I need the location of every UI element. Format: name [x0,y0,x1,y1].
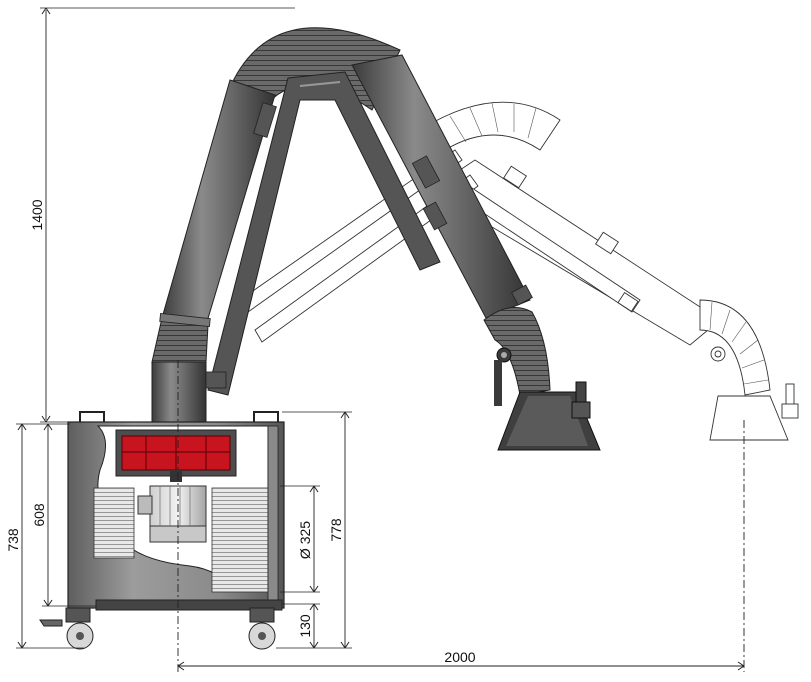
right-arm-tube [351,54,531,319]
dim-label-2000: 2000 [444,649,475,665]
dimension-lines: 1400 738 608 778 Ø 325 130 2000 [5,7,745,671]
inlet-duct [151,361,207,423]
cabinet-base [95,599,283,611]
caster-left [39,607,94,650]
caster-right [248,607,276,650]
cabinet [39,411,285,650]
dim-label-diameter: Ø 325 [297,521,313,559]
dim-label-778: 778 [328,518,344,542]
dim-label-608: 608 [31,503,47,527]
dim-label-1400: 1400 [29,199,45,230]
support-frame [207,71,441,396]
main-arm [151,27,601,451]
dim-label-130: 130 [297,614,313,638]
dim-label-738: 738 [5,528,21,552]
ghost-arm [239,101,799,441]
